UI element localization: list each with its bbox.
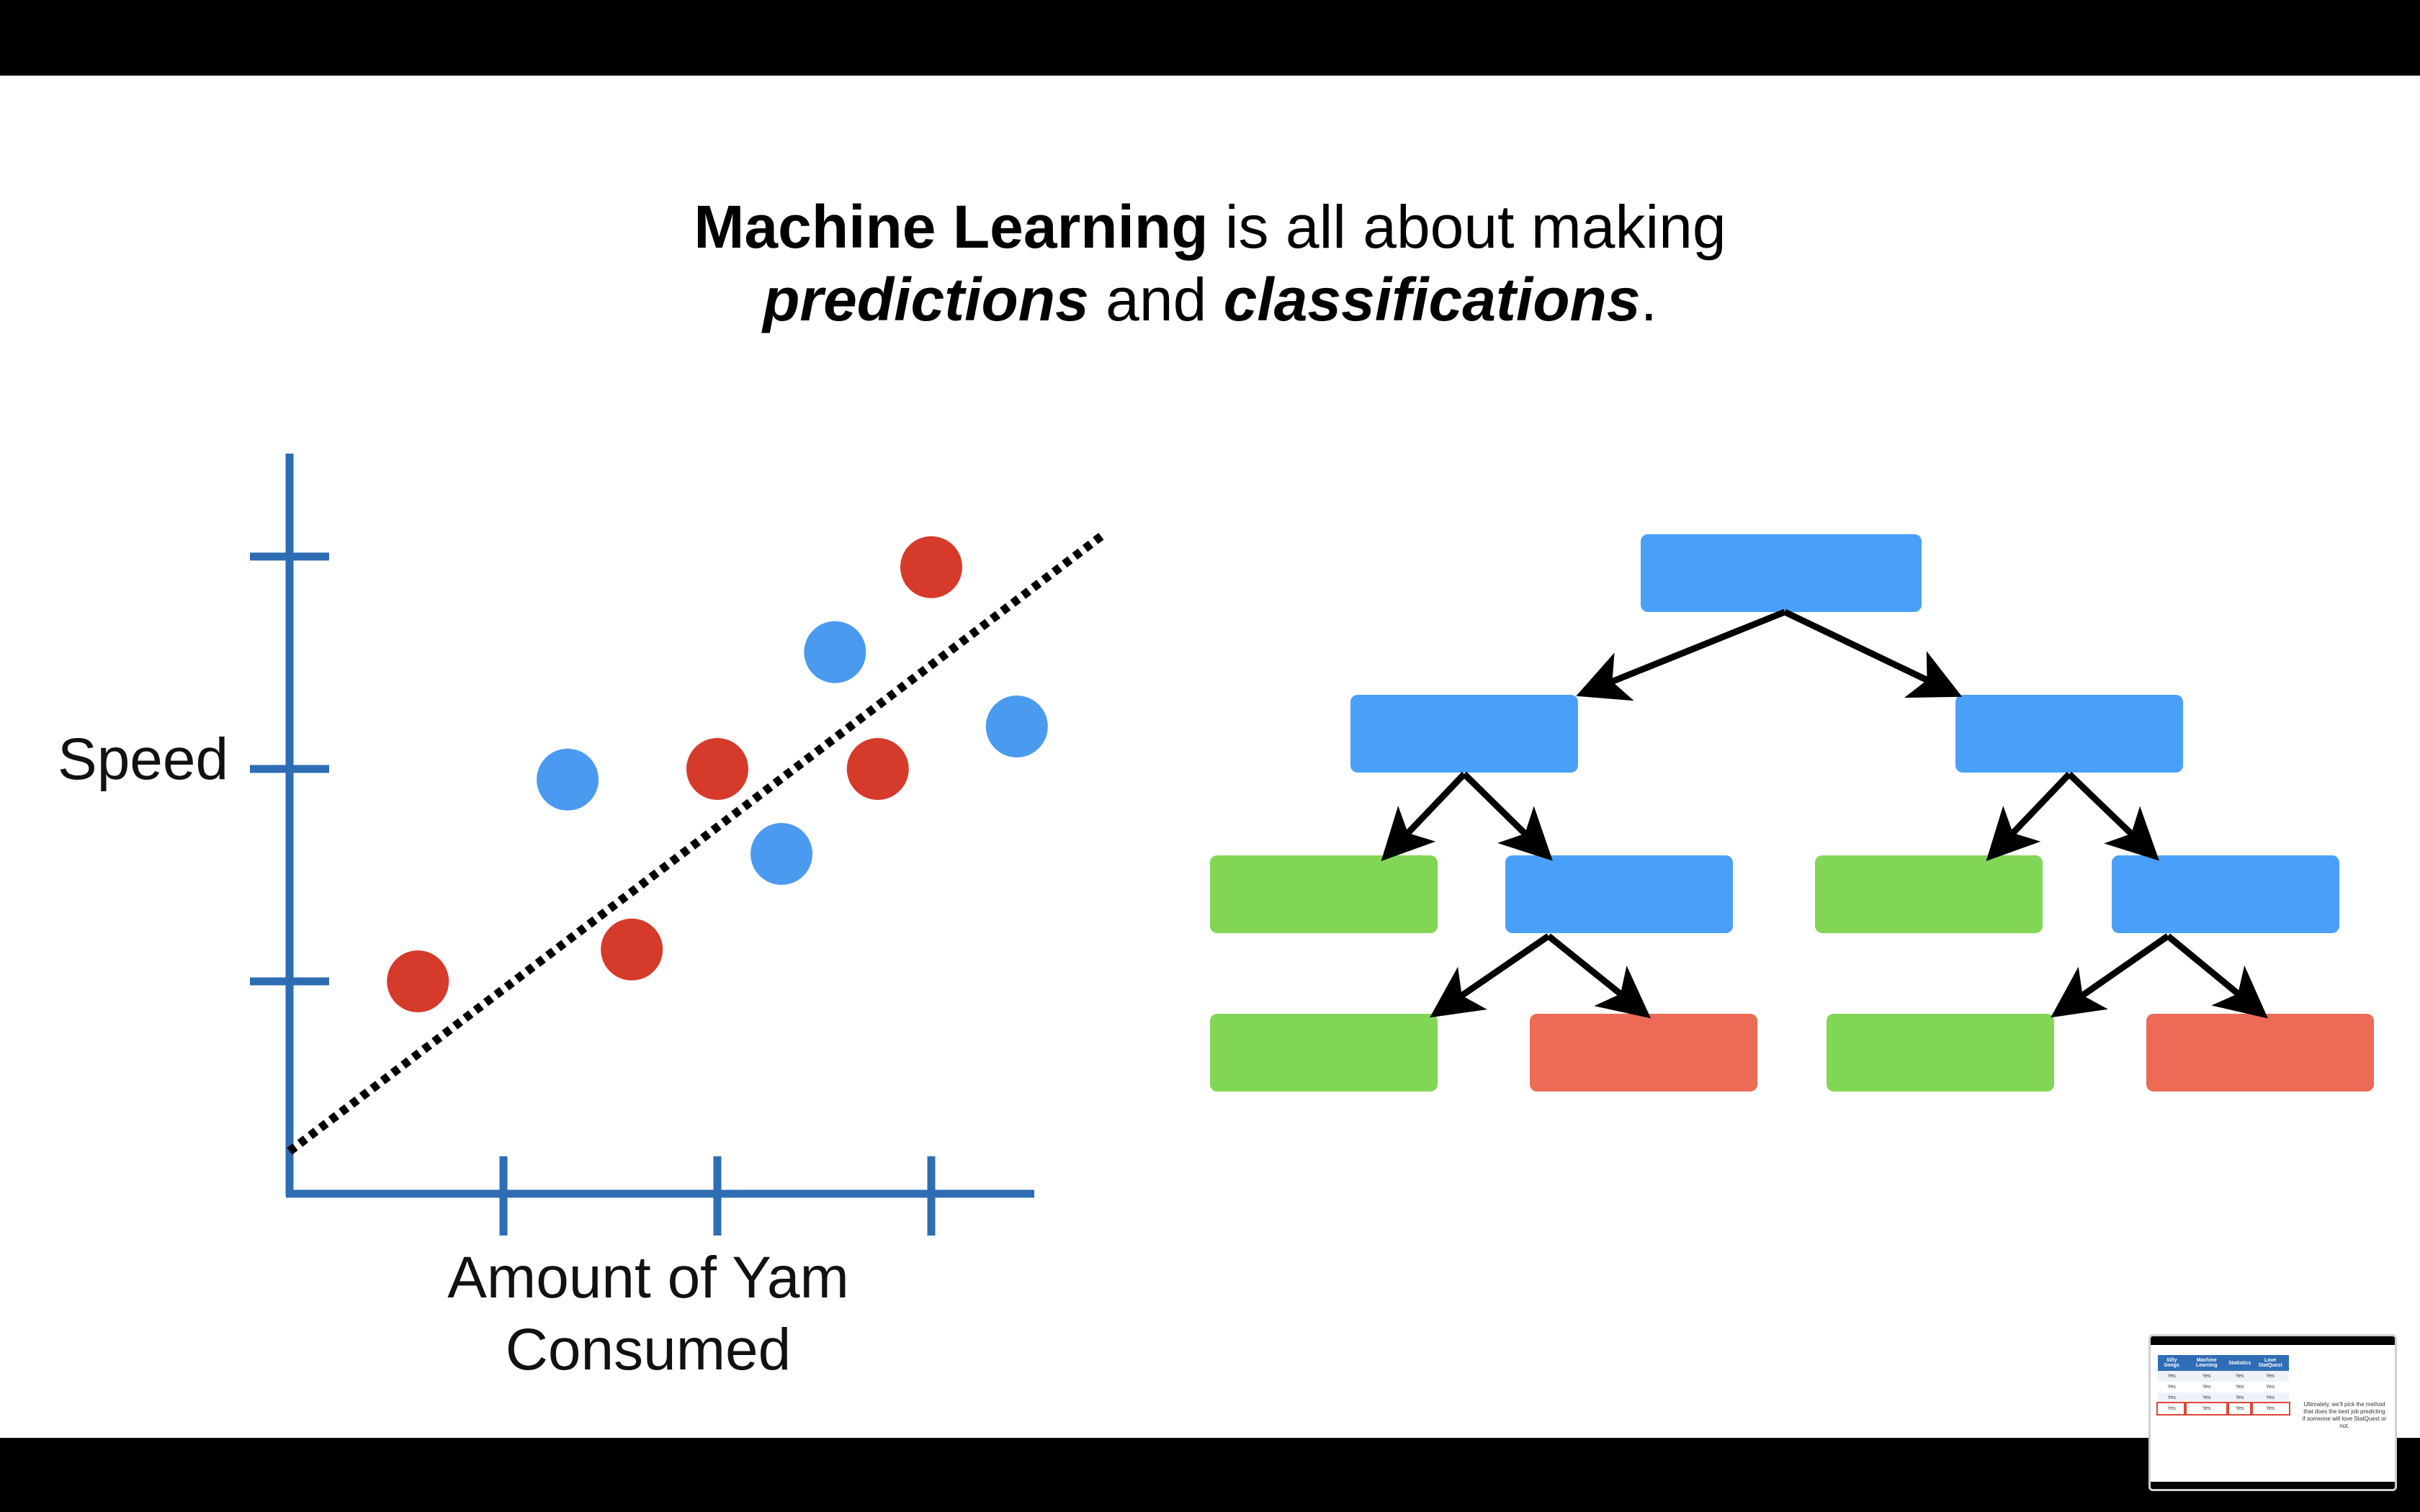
y-axis-label: Speed xyxy=(58,726,229,792)
tree-arrow xyxy=(1783,608,1963,698)
thumbnail-header-cell: Silly Songs xyxy=(2158,1355,2186,1371)
decision-tree xyxy=(1210,534,2374,1092)
red-data-point xyxy=(387,950,449,1012)
tree-arrow xyxy=(2166,933,2268,1019)
slide-title: Machine Learning is all about making pre… xyxy=(490,191,1930,336)
x-axis-label-line1: Amount of Yam xyxy=(447,1245,849,1310)
thumbnail-cell: Yes xyxy=(2184,1402,2230,1416)
tree-node-red xyxy=(2146,1014,2374,1092)
red-data-point xyxy=(846,738,909,800)
title-line1-rest: is all about making xyxy=(1208,193,1726,261)
title-period: . xyxy=(1640,266,1657,333)
thumbnail-header-cell: Machine Learning xyxy=(2185,1355,2228,1371)
thumbnail-cell: Yes xyxy=(2185,1392,2228,1403)
thumbnail-cell: Yes xyxy=(2158,1371,2186,1382)
tree-node-green xyxy=(1210,1014,1438,1092)
thumbnail-cell: Yes xyxy=(2251,1371,2289,1382)
thumbnail-cell: Yes xyxy=(2156,1402,2187,1416)
blue-data-point xyxy=(750,823,813,885)
tree-node-blue xyxy=(1641,534,1922,612)
red-data-point xyxy=(601,918,663,981)
red-data-point xyxy=(686,738,748,800)
tree-arrow xyxy=(1430,933,1551,1018)
tree-arrow xyxy=(2051,933,2170,1018)
thumbnail-cell: Yes xyxy=(2185,1371,2228,1382)
thumbnail-cell: Yes xyxy=(2250,1402,2290,1416)
blue-data-point xyxy=(804,621,866,683)
tree-node-green xyxy=(1210,855,1438,933)
scatter-chart xyxy=(250,454,1106,1236)
tree-arrow xyxy=(1986,771,2072,862)
thumbnail-cell: Yes xyxy=(2158,1392,2186,1403)
thumbnail-cell: Yes xyxy=(2226,1402,2254,1416)
tree-node-blue xyxy=(1350,695,1578,773)
thumbnail-cell: Yes xyxy=(2167,1385,2176,1390)
video-letterbox-bottom xyxy=(0,1438,2420,1512)
tree-node-blue xyxy=(1955,695,2183,773)
thumbnail-cell: Yes xyxy=(2235,1385,2244,1390)
title-and: and xyxy=(1088,266,1224,333)
thumbnail-cell: Yes xyxy=(2266,1385,2275,1390)
red-data-point xyxy=(900,536,962,598)
x-axis-label: Amount of Yam Consumed xyxy=(389,1242,908,1386)
tree-arrow xyxy=(1461,771,1553,861)
thumbnail-top-bar xyxy=(2151,1336,2395,1345)
blue-data-point xyxy=(537,748,599,811)
thumbnail-cell: Yes xyxy=(2251,1392,2289,1403)
title-bold-term: Machine Learning xyxy=(694,193,1209,261)
blue-data-point xyxy=(985,696,1048,757)
thumbnail-table-row: Yes Yes Yes Yes xyxy=(2158,1382,2289,1392)
tree-arrow xyxy=(1381,771,1467,862)
tree-arrow xyxy=(1576,608,1786,701)
tree-node-green xyxy=(1827,1014,2054,1092)
video-letterbox-top xyxy=(0,0,2420,76)
thumbnail-header-cell: Love StatQuest xyxy=(2251,1355,2289,1371)
tree-arrow xyxy=(1546,933,1652,1019)
thumbnail-bottom-bar xyxy=(2151,1482,2395,1489)
thumbnail-cell: Yes xyxy=(2202,1385,2211,1390)
thumbnail-header-cell: Statistics xyxy=(2228,1355,2252,1371)
x-axis-label-line2: Consumed xyxy=(505,1317,792,1382)
tree-node-blue xyxy=(1505,855,1733,933)
trend-line xyxy=(287,531,1106,1155)
tree-node-blue xyxy=(2112,855,2339,933)
title-predictions: predictions xyxy=(763,266,1089,333)
tree-node-red xyxy=(1530,1014,1757,1092)
title-classifications: classifications xyxy=(1223,266,1641,333)
thumbnail-cell: Yes xyxy=(2228,1392,2252,1403)
thumbnail-cell: Yes xyxy=(2228,1371,2252,1382)
tree-arrow xyxy=(2066,771,2159,861)
thumbnail-caption: Ultimately, we'll pick the method that d… xyxy=(2302,1401,2387,1429)
tree-node-green xyxy=(1815,855,2043,933)
